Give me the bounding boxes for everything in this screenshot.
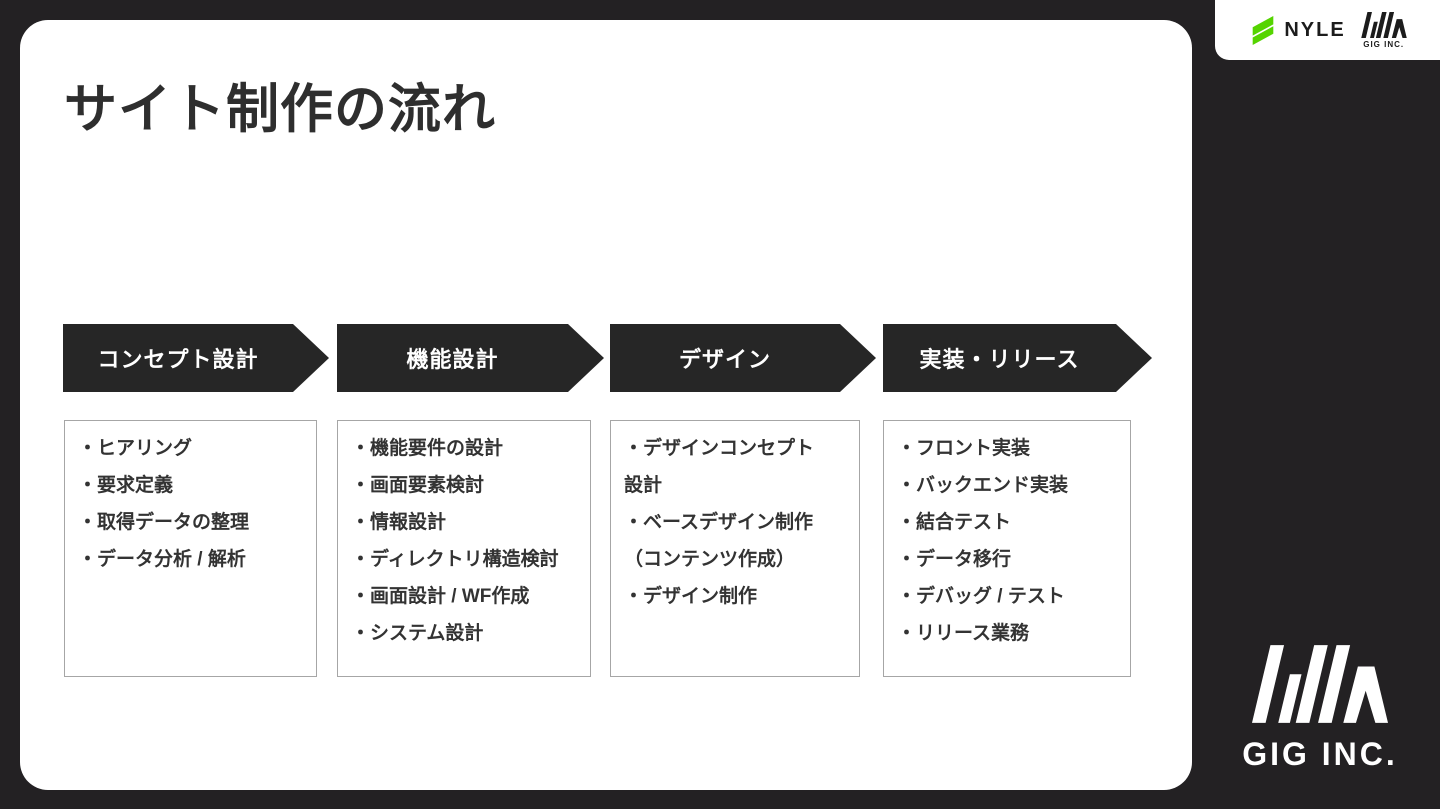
list-item: ・ディレクトリ構造検討: [351, 549, 559, 570]
gig-logo-icon: [1360, 11, 1407, 38]
list-item: ・フロント実装: [897, 438, 1031, 459]
list-item: ・システム設計: [351, 623, 484, 644]
list-item: ・ヒアリング: [78, 438, 193, 459]
step-arrow-label: デザイン: [678, 347, 771, 372]
step-arrow-design: デザイン: [610, 324, 876, 392]
step-arrow-function: 機能設計: [337, 324, 604, 392]
step-arrow-label: 実装・リリース: [919, 347, 1080, 372]
list-item: ・機能要件の設計: [351, 438, 504, 459]
nyle-logo-icon: [1253, 15, 1274, 45]
list-item: ・情報設計: [351, 512, 447, 533]
header-logo-badge: NYLE GIG INC.: [1215, 0, 1440, 60]
step-detail-box-release: ・フロント実装 ・バックエンド実装 ・結合テスト ・データ移行 ・デバッグ / …: [883, 420, 1131, 677]
list-item: ・画面設計 / WF作成: [351, 586, 530, 607]
nyle-logo-text: NYLE: [1284, 18, 1346, 41]
list-item: ・リリース業務: [897, 623, 1030, 644]
gig-logo-small: GIG INC.: [1360, 11, 1407, 49]
list-item: ・データ分析 / 解析: [78, 549, 246, 570]
list-item: ・ベースデザイン制作（コンテンツ作成）: [624, 512, 814, 570]
step-detail-box-function: ・機能要件の設計 ・画面要素検討 ・情報設計 ・ディレクトリ構造検討 ・画面設計…: [337, 420, 591, 677]
gig-logo-text: GIG INC.: [1242, 736, 1398, 772]
step-arrow-release: 実装・リリース: [883, 324, 1152, 392]
step-arrow-label: 機能設計: [406, 347, 499, 372]
list-item: ・要求定義: [78, 475, 174, 496]
slide-card: サイト制作の流れ コンセプト設計 機能設計 デザイン 実装・リリース ・ヒアリン…: [20, 20, 1192, 790]
nyle-logo: NYLE: [1248, 14, 1345, 46]
gig-logo-large: GIG INC.: [1238, 645, 1402, 773]
list-item: ・取得データの整理: [78, 512, 250, 533]
list-item: ・画面要素検討: [351, 475, 485, 496]
gig-logo-icon: [1252, 645, 1388, 723]
step-arrow-concept: コンセプト設計: [63, 324, 329, 392]
list-item: ・データ移行: [897, 549, 1012, 570]
list-item: ・デザイン制作: [624, 586, 758, 607]
step-detail-box-design: ・デザインコンセプト設計 ・ベースデザイン制作（コンテンツ作成） ・デザイン制作: [610, 420, 860, 677]
list-item: ・デバッグ / テスト: [897, 586, 1065, 607]
list-item: ・バックエンド実装: [897, 475, 1069, 496]
list-item: ・結合テスト: [897, 512, 1012, 533]
list-item: ・デザインコンセプト設計: [624, 438, 815, 496]
step-arrow-label: コンセプト設計: [97, 347, 259, 372]
page-title: サイト制作の流れ: [64, 80, 496, 139]
step-detail-box-concept: ・ヒアリング ・要求定義 ・取得データの整理 ・データ分析 / 解析: [64, 420, 317, 677]
gig-logo-text: GIG INC.: [1363, 39, 1405, 49]
